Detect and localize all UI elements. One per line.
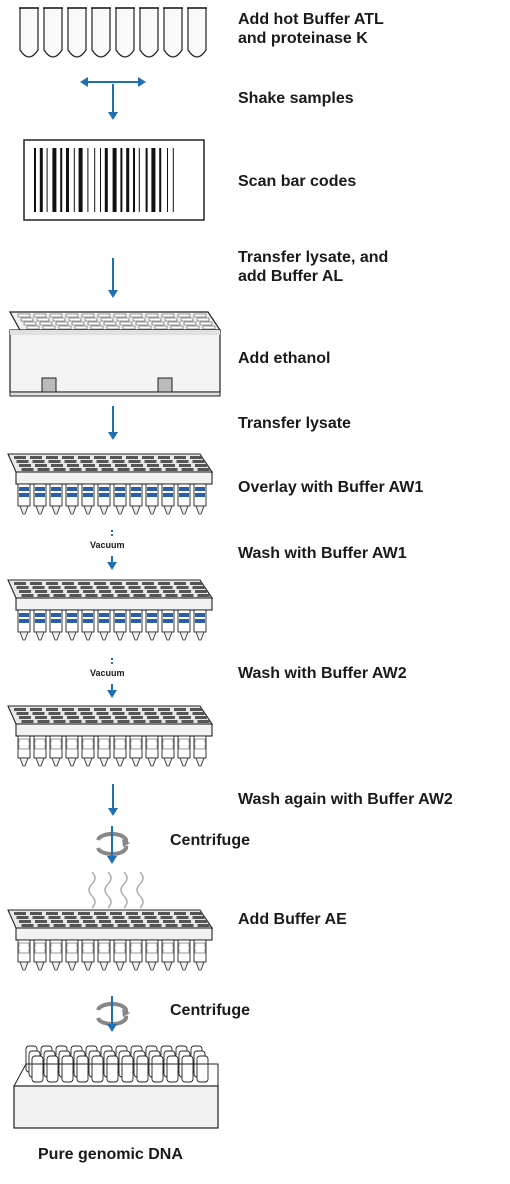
- column-plate-1-icon: [7, 453, 214, 515]
- flow-arrow-1: [108, 84, 118, 120]
- final-product-label: Pure genomic DNA: [38, 1146, 183, 1163]
- step-label-5: Add ethanol: [238, 350, 331, 367]
- vacuum-label-1: Vacuum: [90, 540, 125, 550]
- barcode-icon: [23, 139, 205, 221]
- flow-arrow-vacuum-1: [107, 530, 117, 570]
- step-label-8: Wash with Buffer AW1: [238, 545, 407, 562]
- step-label-7: Overlay with Buffer AW1: [238, 479, 424, 496]
- flow-arrow-2: [108, 258, 118, 298]
- s-block-icon: [8, 311, 222, 397]
- flow-arrow-4: [108, 784, 118, 816]
- column-plate-2-icon: [7, 579, 214, 641]
- step-label-4: Transfer lysate, and add Buffer AL: [238, 249, 389, 285]
- step-label-1: Add hot Buffer ATL and proteinase K: [238, 11, 384, 47]
- centrifuge-icon: [96, 826, 130, 864]
- step-label-9: Wash with Buffer AW2: [238, 665, 407, 682]
- centrifuge-label-2: Centrifuge: [170, 1002, 250, 1019]
- flow-arrow-3: [108, 406, 118, 440]
- sample-tubes-icon: [19, 7, 207, 58]
- drying-heat-icon: [88, 871, 144, 909]
- column-plate-3-icon: [7, 705, 214, 767]
- step-label-2: Shake samples: [238, 90, 354, 107]
- step-label-10: Wash again with Buffer AW2: [238, 791, 453, 808]
- column-plate-4-icon: [7, 909, 214, 971]
- step-label-3: Scan bar codes: [238, 173, 357, 190]
- centrifuge-label-1: Centrifuge: [170, 832, 250, 849]
- shake-arrow-icon: [80, 77, 146, 87]
- step-label-11: Add Buffer AE: [238, 911, 347, 928]
- elution-rack-icon: [13, 1045, 219, 1129]
- centrifuge-icon-2: [96, 996, 130, 1032]
- vacuum-label-2: Vacuum: [90, 668, 125, 678]
- step-label-6: Transfer lysate: [238, 415, 351, 432]
- flow-arrow-vacuum-2: [107, 658, 117, 698]
